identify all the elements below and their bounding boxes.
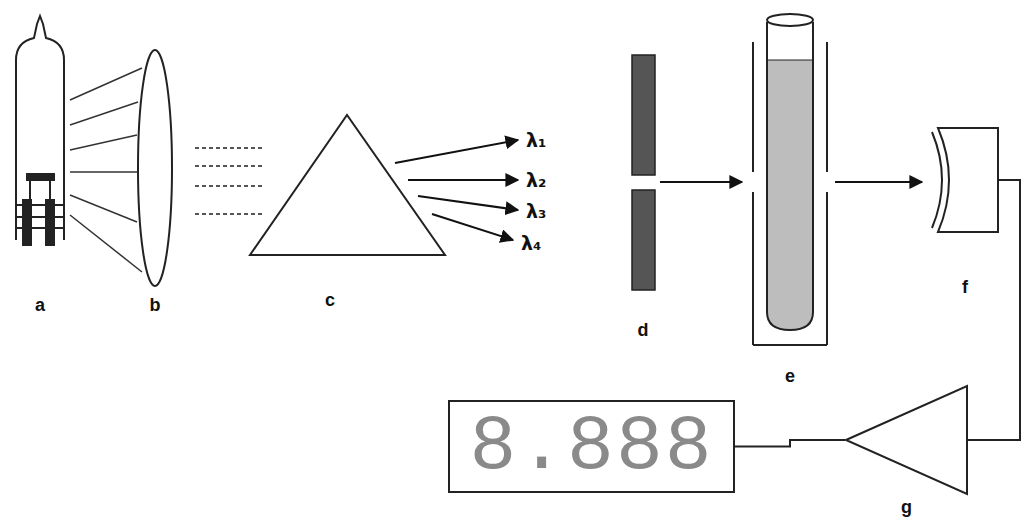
exit-slit (632, 55, 655, 290)
part-letter: c (325, 291, 335, 309)
beam-arrow (660, 181, 742, 183)
part-letter: d (638, 321, 649, 339)
collimated-beam (195, 148, 265, 214)
wavelength-label: λ₃ (526, 202, 546, 221)
prism (250, 115, 445, 255)
cuvette (753, 14, 827, 345)
wavelength-label: λ₄ (521, 234, 541, 253)
detector: f (932, 128, 998, 232)
part-letter: a (35, 296, 45, 314)
beam-arrow (835, 181, 922, 183)
dispersed-beams (395, 140, 518, 240)
part-letter: f (962, 278, 968, 296)
digital-display: 8.888 (448, 400, 735, 493)
light-rays (70, 68, 142, 272)
wavelength-label: λ₂ (526, 171, 546, 190)
lens (138, 50, 172, 286)
amplifier: g (845, 385, 968, 495)
amplifier-outline (845, 385, 968, 495)
lamp (16, 16, 64, 245)
signal-wire (735, 440, 845, 447)
display-reading: 8.888 (469, 408, 713, 486)
wavelength-label: λ₁ (526, 131, 546, 150)
part-letter: g (901, 498, 912, 516)
part-letter: e (785, 367, 795, 385)
detector-outline (932, 128, 998, 232)
part-letter: b (150, 296, 161, 314)
